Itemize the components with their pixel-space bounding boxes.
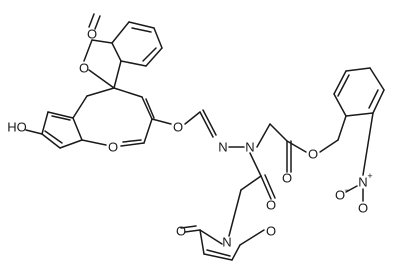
bond bbox=[94, 15, 101, 30]
bond bbox=[260, 175, 272, 200]
bond bbox=[337, 115, 347, 141]
atom-ether-oxygen: O bbox=[173, 120, 183, 135]
nitro-plus-charge: + bbox=[367, 171, 372, 181]
bond bbox=[240, 175, 262, 191]
bond bbox=[59, 139, 83, 149]
atom-hydrazone-nitrogen-2: N bbox=[245, 140, 254, 155]
atom-lactone-oxygen: O bbox=[79, 61, 89, 76]
bond bbox=[142, 47, 157, 62]
bond bbox=[202, 109, 217, 136]
bond bbox=[141, 96, 153, 120]
bond bbox=[345, 185, 358, 193]
bond bbox=[269, 123, 288, 142]
bond-lines bbox=[25, 13, 385, 261]
atom-ester-carbonyl-oxygen: O bbox=[282, 171, 292, 186]
bond bbox=[44, 130, 63, 144]
bond bbox=[145, 98, 155, 119]
bond bbox=[88, 13, 95, 28]
bond bbox=[228, 189, 242, 237]
bond bbox=[131, 27, 152, 33]
bond bbox=[145, 47, 163, 67]
bond bbox=[153, 27, 163, 49]
atom-amide-oxygen: O bbox=[266, 198, 276, 213]
bond bbox=[143, 118, 153, 144]
bond bbox=[333, 93, 347, 117]
bond bbox=[199, 229, 223, 245]
atom-nitro-nitrogen: N bbox=[358, 175, 367, 190]
bond bbox=[113, 60, 122, 89]
bond bbox=[47, 111, 74, 119]
bond bbox=[120, 60, 147, 67]
bond bbox=[203, 253, 233, 261]
bond bbox=[51, 115, 71, 121]
bond bbox=[206, 249, 231, 257]
bond bbox=[128, 21, 155, 29]
bond bbox=[199, 111, 214, 138]
bond bbox=[345, 67, 371, 72]
bond bbox=[286, 140, 307, 153]
atom-maleimide-oxygen-1: O bbox=[176, 224, 186, 239]
bond bbox=[345, 112, 374, 117]
nitro-minus-charge: − bbox=[344, 185, 349, 195]
bond bbox=[239, 229, 265, 246]
bond bbox=[362, 112, 374, 176]
bond bbox=[86, 87, 115, 97]
bond bbox=[111, 42, 122, 62]
atom-labels: O O HO O O N N O O O N O O N + O − O bbox=[7, 27, 372, 250]
atom-xanthene-oxygen: O bbox=[108, 140, 118, 155]
bond bbox=[111, 21, 130, 44]
bond bbox=[88, 69, 115, 89]
bond bbox=[81, 139, 107, 146]
atom-ester-oxygen: O bbox=[308, 147, 318, 162]
bond bbox=[122, 139, 142, 143]
bond bbox=[333, 70, 347, 95]
atom-hydroxyl: HO bbox=[7, 120, 27, 135]
bond bbox=[231, 244, 241, 261]
bond bbox=[113, 87, 143, 98]
atom-maleimide-nitrogen: N bbox=[222, 235, 231, 250]
bond bbox=[83, 39, 93, 62]
bond bbox=[151, 118, 172, 125]
bond bbox=[319, 139, 339, 153]
bond bbox=[41, 133, 61, 149]
bond bbox=[120, 142, 145, 147]
atom-nitro-oxygen-1: O bbox=[335, 188, 345, 203]
atom-carbonyl-oxygen: O bbox=[87, 27, 97, 42]
bond bbox=[180, 225, 197, 229]
bond bbox=[264, 174, 276, 199]
bond bbox=[256, 123, 271, 148]
bond bbox=[184, 111, 201, 125]
bond bbox=[337, 74, 350, 97]
bond bbox=[25, 129, 43, 135]
bond bbox=[372, 89, 385, 114]
bond bbox=[184, 229, 201, 233]
atom-maleimide-oxygen-2: O bbox=[266, 224, 276, 239]
bond bbox=[72, 95, 88, 119]
bond bbox=[249, 152, 262, 177]
bond bbox=[72, 117, 83, 141]
bond bbox=[41, 111, 49, 135]
atom-nitro-oxygen-2: O bbox=[358, 201, 368, 216]
bond bbox=[199, 229, 205, 255]
bond bbox=[91, 39, 113, 44]
atom-hydrazone-nitrogen-1: N bbox=[218, 140, 227, 155]
bond bbox=[369, 67, 385, 91]
bond bbox=[368, 89, 379, 109]
